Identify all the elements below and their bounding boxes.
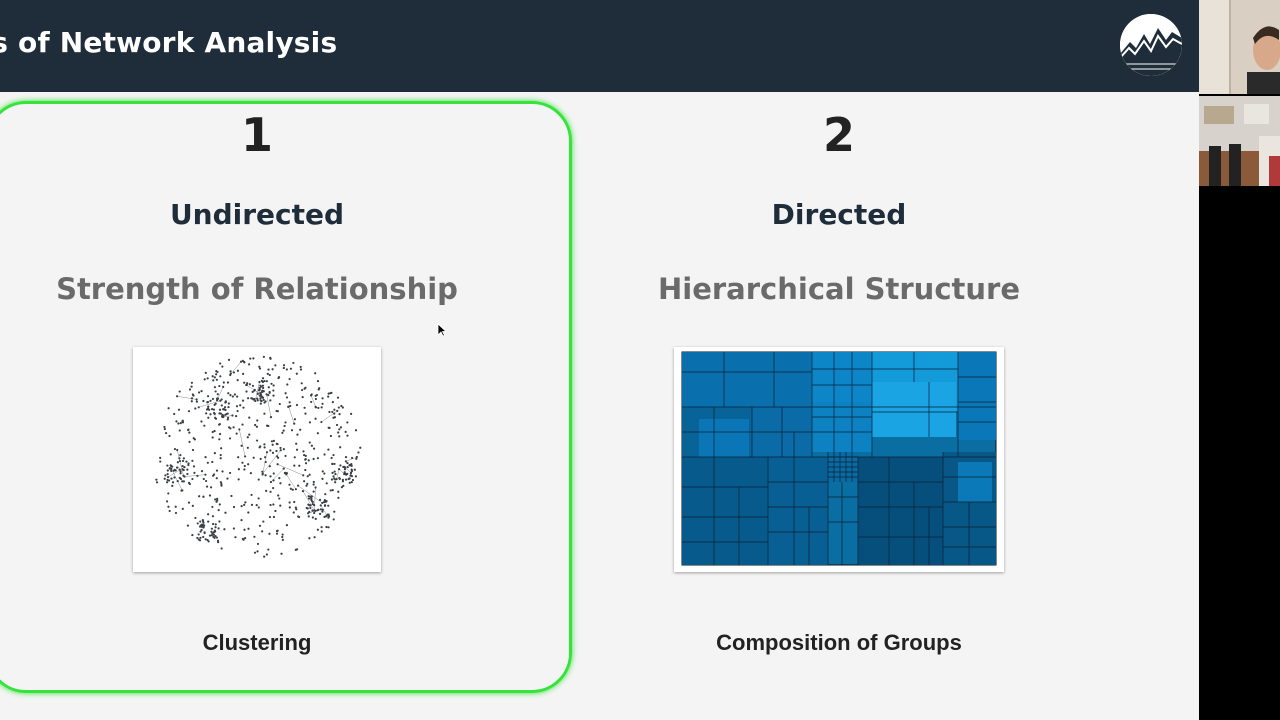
treemap-image: [674, 347, 1004, 572]
slide-title: es of Network Analysis: [0, 26, 338, 59]
network-caption: Clustering: [202, 630, 312, 655]
network-subtitle: Strength of Relationship: [56, 272, 458, 306]
network-type: Undirected: [169, 198, 345, 231]
participant-video-2[interactable]: [1199, 96, 1280, 186]
column-undirected: 1 Undirected Strength of Relationship Cl…: [0, 92, 537, 720]
column-number: 2: [822, 108, 855, 162]
slide: es of Network Analysis 1 Undirected Stre…: [0, 0, 1199, 720]
column-directed: 2 Directed Hierarchical Structure Compos…: [559, 92, 1119, 720]
slide-header: es of Network Analysis: [0, 0, 1199, 92]
network-graph-image: [133, 347, 381, 572]
network-subtitle: Hierarchical Structure: [658, 272, 1020, 306]
selection-highlight: [0, 101, 572, 693]
network-caption: Composition of Groups: [716, 630, 962, 655]
mountain-chart-logo-icon: [1120, 14, 1182, 76]
column-number: 1: [240, 108, 273, 162]
participant-video-1[interactable]: [1199, 0, 1280, 94]
mouse-cursor-icon: [437, 323, 447, 337]
network-type: Directed: [771, 198, 907, 231]
